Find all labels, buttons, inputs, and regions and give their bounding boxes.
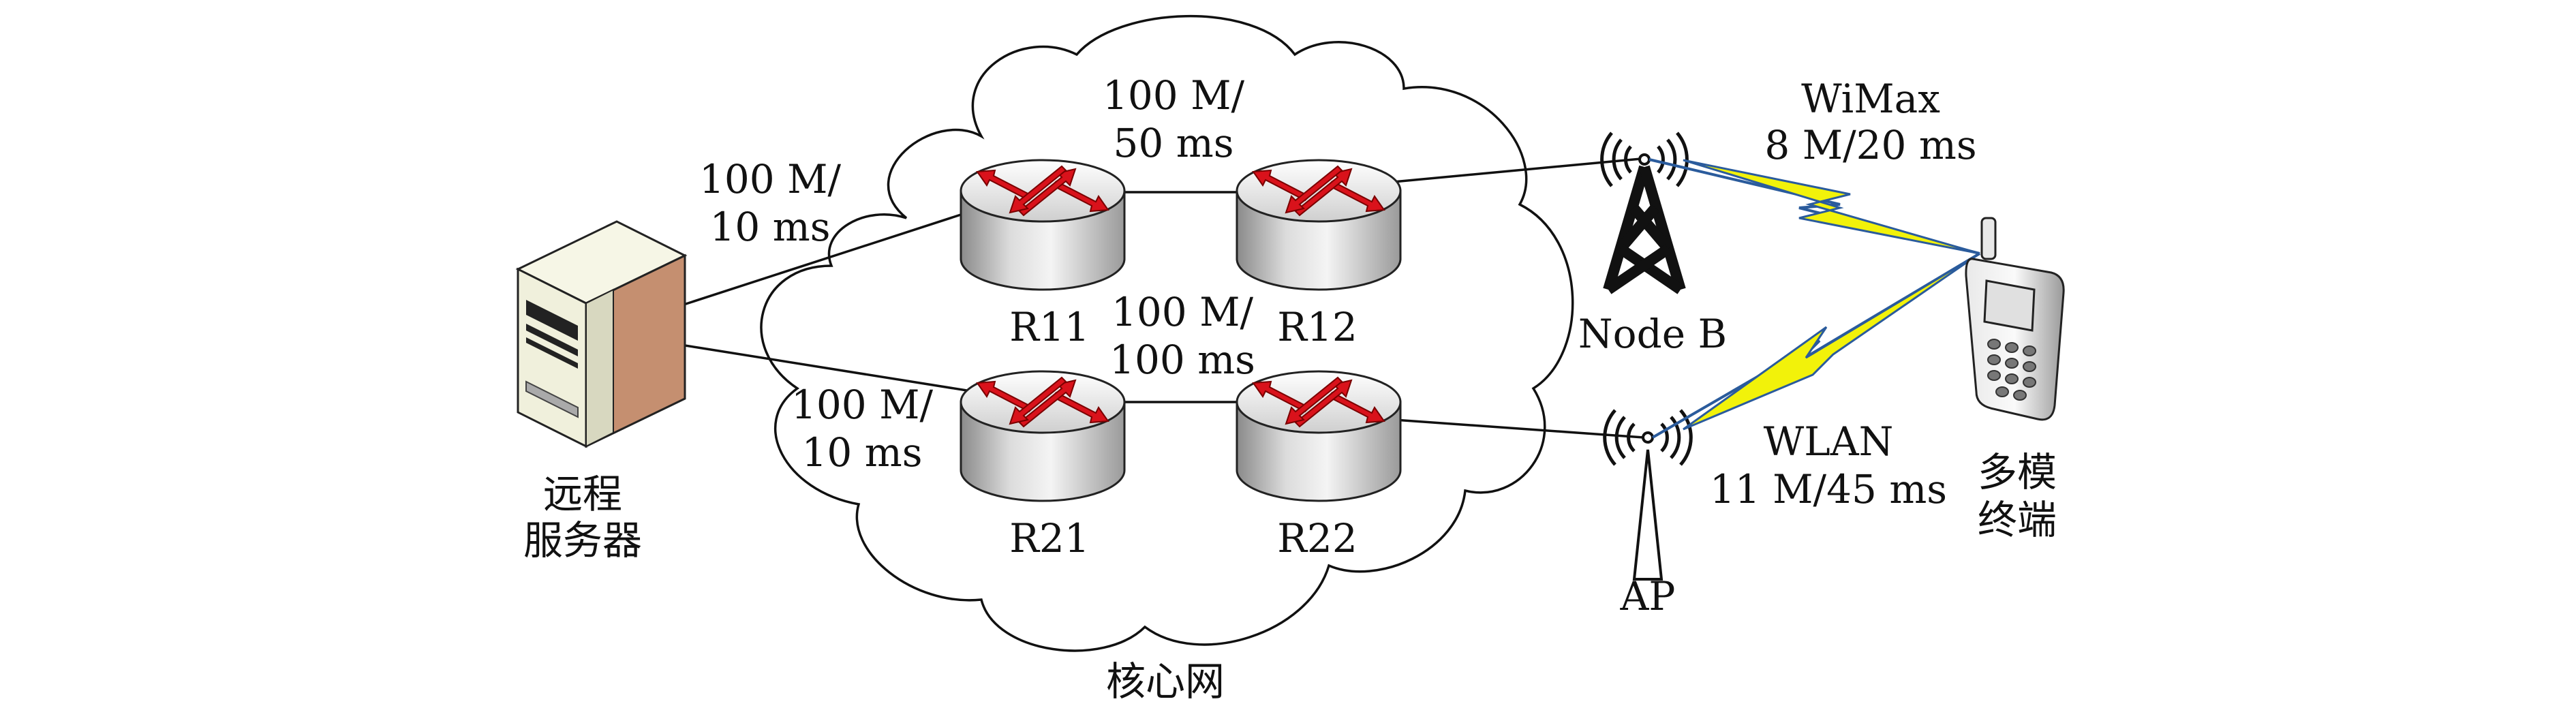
router-r21 bbox=[960, 370, 1126, 502]
core-network-label: 核心网 bbox=[1106, 658, 1225, 705]
link-label-server-r11-line1: 100 M/ bbox=[699, 156, 842, 202]
wimax-label-line1: WiMax bbox=[1801, 76, 1940, 122]
nodeb-label: Node B bbox=[1578, 311, 1727, 357]
access-point-icon bbox=[1603, 409, 1693, 581]
link-label-server-r21-line2: 10 ms bbox=[801, 429, 922, 476]
multimode-terminal-icon bbox=[1965, 217, 2065, 421]
wlan-label-line2: 11 M/45 ms bbox=[1710, 466, 1947, 512]
link-r12-nodeb bbox=[1355, 157, 1642, 187]
router-r22 bbox=[1236, 370, 1402, 502]
link-label-r21-r22-line1: 100 M/ bbox=[1111, 289, 1254, 335]
server-label-line1: 远程 bbox=[543, 471, 622, 517]
wimax-label-line2: 8 M/20 ms bbox=[1764, 122, 1976, 168]
link-label-r11-r12-line1: 100 M/ bbox=[1103, 72, 1245, 119]
nodeb-tower-icon bbox=[1600, 132, 1689, 294]
router-r11-label: R11 bbox=[1009, 304, 1089, 350]
terminal-label-line2: 终端 bbox=[1978, 497, 2057, 543]
terminal-label-line1: 多模 bbox=[1978, 449, 2057, 495]
link-label-r21-r22-line2: 100 ms bbox=[1109, 337, 1255, 383]
link-label-server-r11-line2: 10 ms bbox=[709, 204, 830, 250]
router-r11 bbox=[960, 159, 1126, 291]
router-r22-label: R22 bbox=[1277, 515, 1357, 561]
ap-label: AP bbox=[1620, 573, 1676, 619]
link-label-r11-r12-line2: 50 ms bbox=[1113, 120, 1233, 166]
wlan-label-line1: WLAN bbox=[1764, 418, 1894, 465]
link-label-server-r21-line1: 100 M/ bbox=[791, 382, 934, 428]
router-r12-label: R12 bbox=[1277, 304, 1357, 350]
wimax-lightning-icon bbox=[1683, 159, 1980, 255]
router-r21-label: R21 bbox=[1009, 515, 1089, 561]
server-label-line2: 服务器 bbox=[523, 517, 642, 564]
link-r22-ap bbox=[1355, 416, 1644, 439]
wlan-lightning-icon bbox=[1683, 252, 1980, 431]
remote-server-icon bbox=[515, 220, 688, 448]
router-r12 bbox=[1236, 159, 1402, 291]
